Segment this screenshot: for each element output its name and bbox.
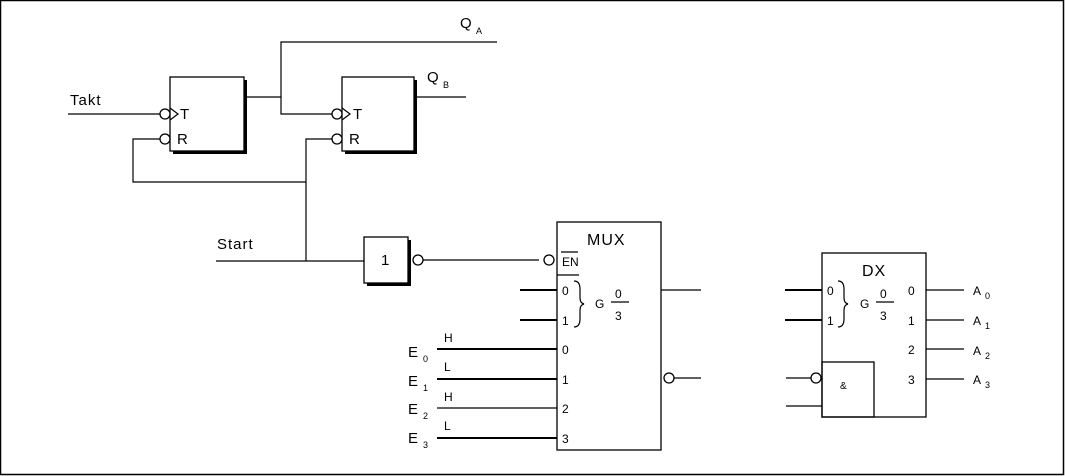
ff-b-r-bubble [331,133,343,145]
svg-text:E: E [408,401,418,418]
mux-brace [573,280,585,328]
svg-text:E: E [408,373,418,390]
qb-label: Q [427,69,439,86]
mux-sel1-pin: 1 [562,314,569,328]
qa-wire [244,41,497,98]
dx-g-label: G [860,297,869,311]
qa-label: Q [460,15,472,32]
ff-a-r-label: R [177,131,188,148]
flipflop-a: T R [159,76,247,154]
ff-b-clock-wire [280,97,332,115]
dx-block: DX 0 1 G 0 3 0 1 2 3 & [785,252,964,418]
qb-subscript: B [443,80,449,90]
flipflop-b: T R [331,76,417,154]
ff-a-clock-triangle [169,107,179,121]
svg-text:3: 3 [985,380,990,390]
dx-sel0-pin: 0 [827,284,834,298]
mux-en-bubble [543,254,555,266]
data-input-e0: E 0 H [408,331,557,364]
svg-text:E: E [408,344,418,361]
data-input-e1: E 1 L [408,360,557,393]
mux-title: MUX [587,232,626,249]
reset-a-wire [132,138,306,183]
ff-b-clock-triangle [341,107,351,121]
dx-frac-den: 3 [880,309,887,323]
svg-text:A: A [973,314,981,328]
e3-level: L [444,419,451,433]
mux-data-pin-0: 0 [562,343,569,357]
inverter-label: 1 [381,252,389,269]
e1-level: L [444,360,451,374]
dx-and-block [821,361,875,418]
svg-text:2: 2 [423,411,428,421]
ff-a-r-bubble [159,133,171,145]
dx-output-a3: A 3 [973,373,990,390]
data-input-e3: E 3 L [408,419,557,450]
mux-data-pin-2: 2 [562,402,569,416]
dx-output-a1: A 1 [973,314,990,331]
inverter-output-bubble [412,254,424,266]
ff-b-t-bubble [331,108,343,120]
dx-sel1-pin: 1 [827,314,834,328]
inverter-gate: 1 [363,236,424,286]
dx-enable-bubble [810,372,822,384]
dx-frac-num: 0 [880,287,887,301]
mux-en-label: EN [562,255,579,269]
svg-text:3: 3 [423,440,428,450]
data-input-e2: E 2 H [408,390,557,421]
dx-out-pin-3: 3 [908,373,915,387]
dx-output-a0: A 0 [973,284,990,301]
svg-text:0: 0 [985,291,990,301]
dx-and-label: & [840,381,847,392]
svg-text:A: A [973,284,981,298]
mux-sel0-pin: 0 [562,284,569,298]
svg-text:1: 1 [423,383,428,393]
svg-text:E: E [408,430,418,447]
mux-frac-den: 3 [615,309,622,323]
dx-output-a2: A 2 [973,344,990,361]
takt-label: Takt [70,92,102,109]
dx-brace [837,280,849,328]
e2-level: H [444,390,453,404]
mux-data-pin-1: 1 [562,373,569,387]
mux-block: MUX EN 0 1 G 0 3 0 1 2 3 [520,221,701,451]
ff-a-t-label: T [180,106,189,123]
mux-data-pin-3: 3 [562,432,569,446]
dx-title: DX [862,263,886,280]
svg-text:2: 2 [985,351,990,361]
reset-b-wire [305,138,332,261]
svg-text:1: 1 [985,321,990,331]
ff-b-t-label: T [353,106,362,123]
mux-frac-num: 0 [615,287,622,301]
svg-text:0: 0 [423,354,428,364]
qa-subscript: A [476,26,482,36]
svg-text:A: A [973,344,981,358]
ff-b-r-label: R [349,131,360,148]
mux-inverted-output-bubble [663,372,675,384]
start-label: Start [217,236,254,253]
mux-g-label: G [595,297,604,311]
dx-out-pin-1: 1 [908,314,915,328]
svg-text:A: A [973,373,981,387]
dx-out-pin-0: 0 [908,284,915,298]
ff-a-t-bubble [159,108,171,120]
dx-out-pin-2: 2 [908,343,915,357]
e0-level: H [444,331,453,345]
